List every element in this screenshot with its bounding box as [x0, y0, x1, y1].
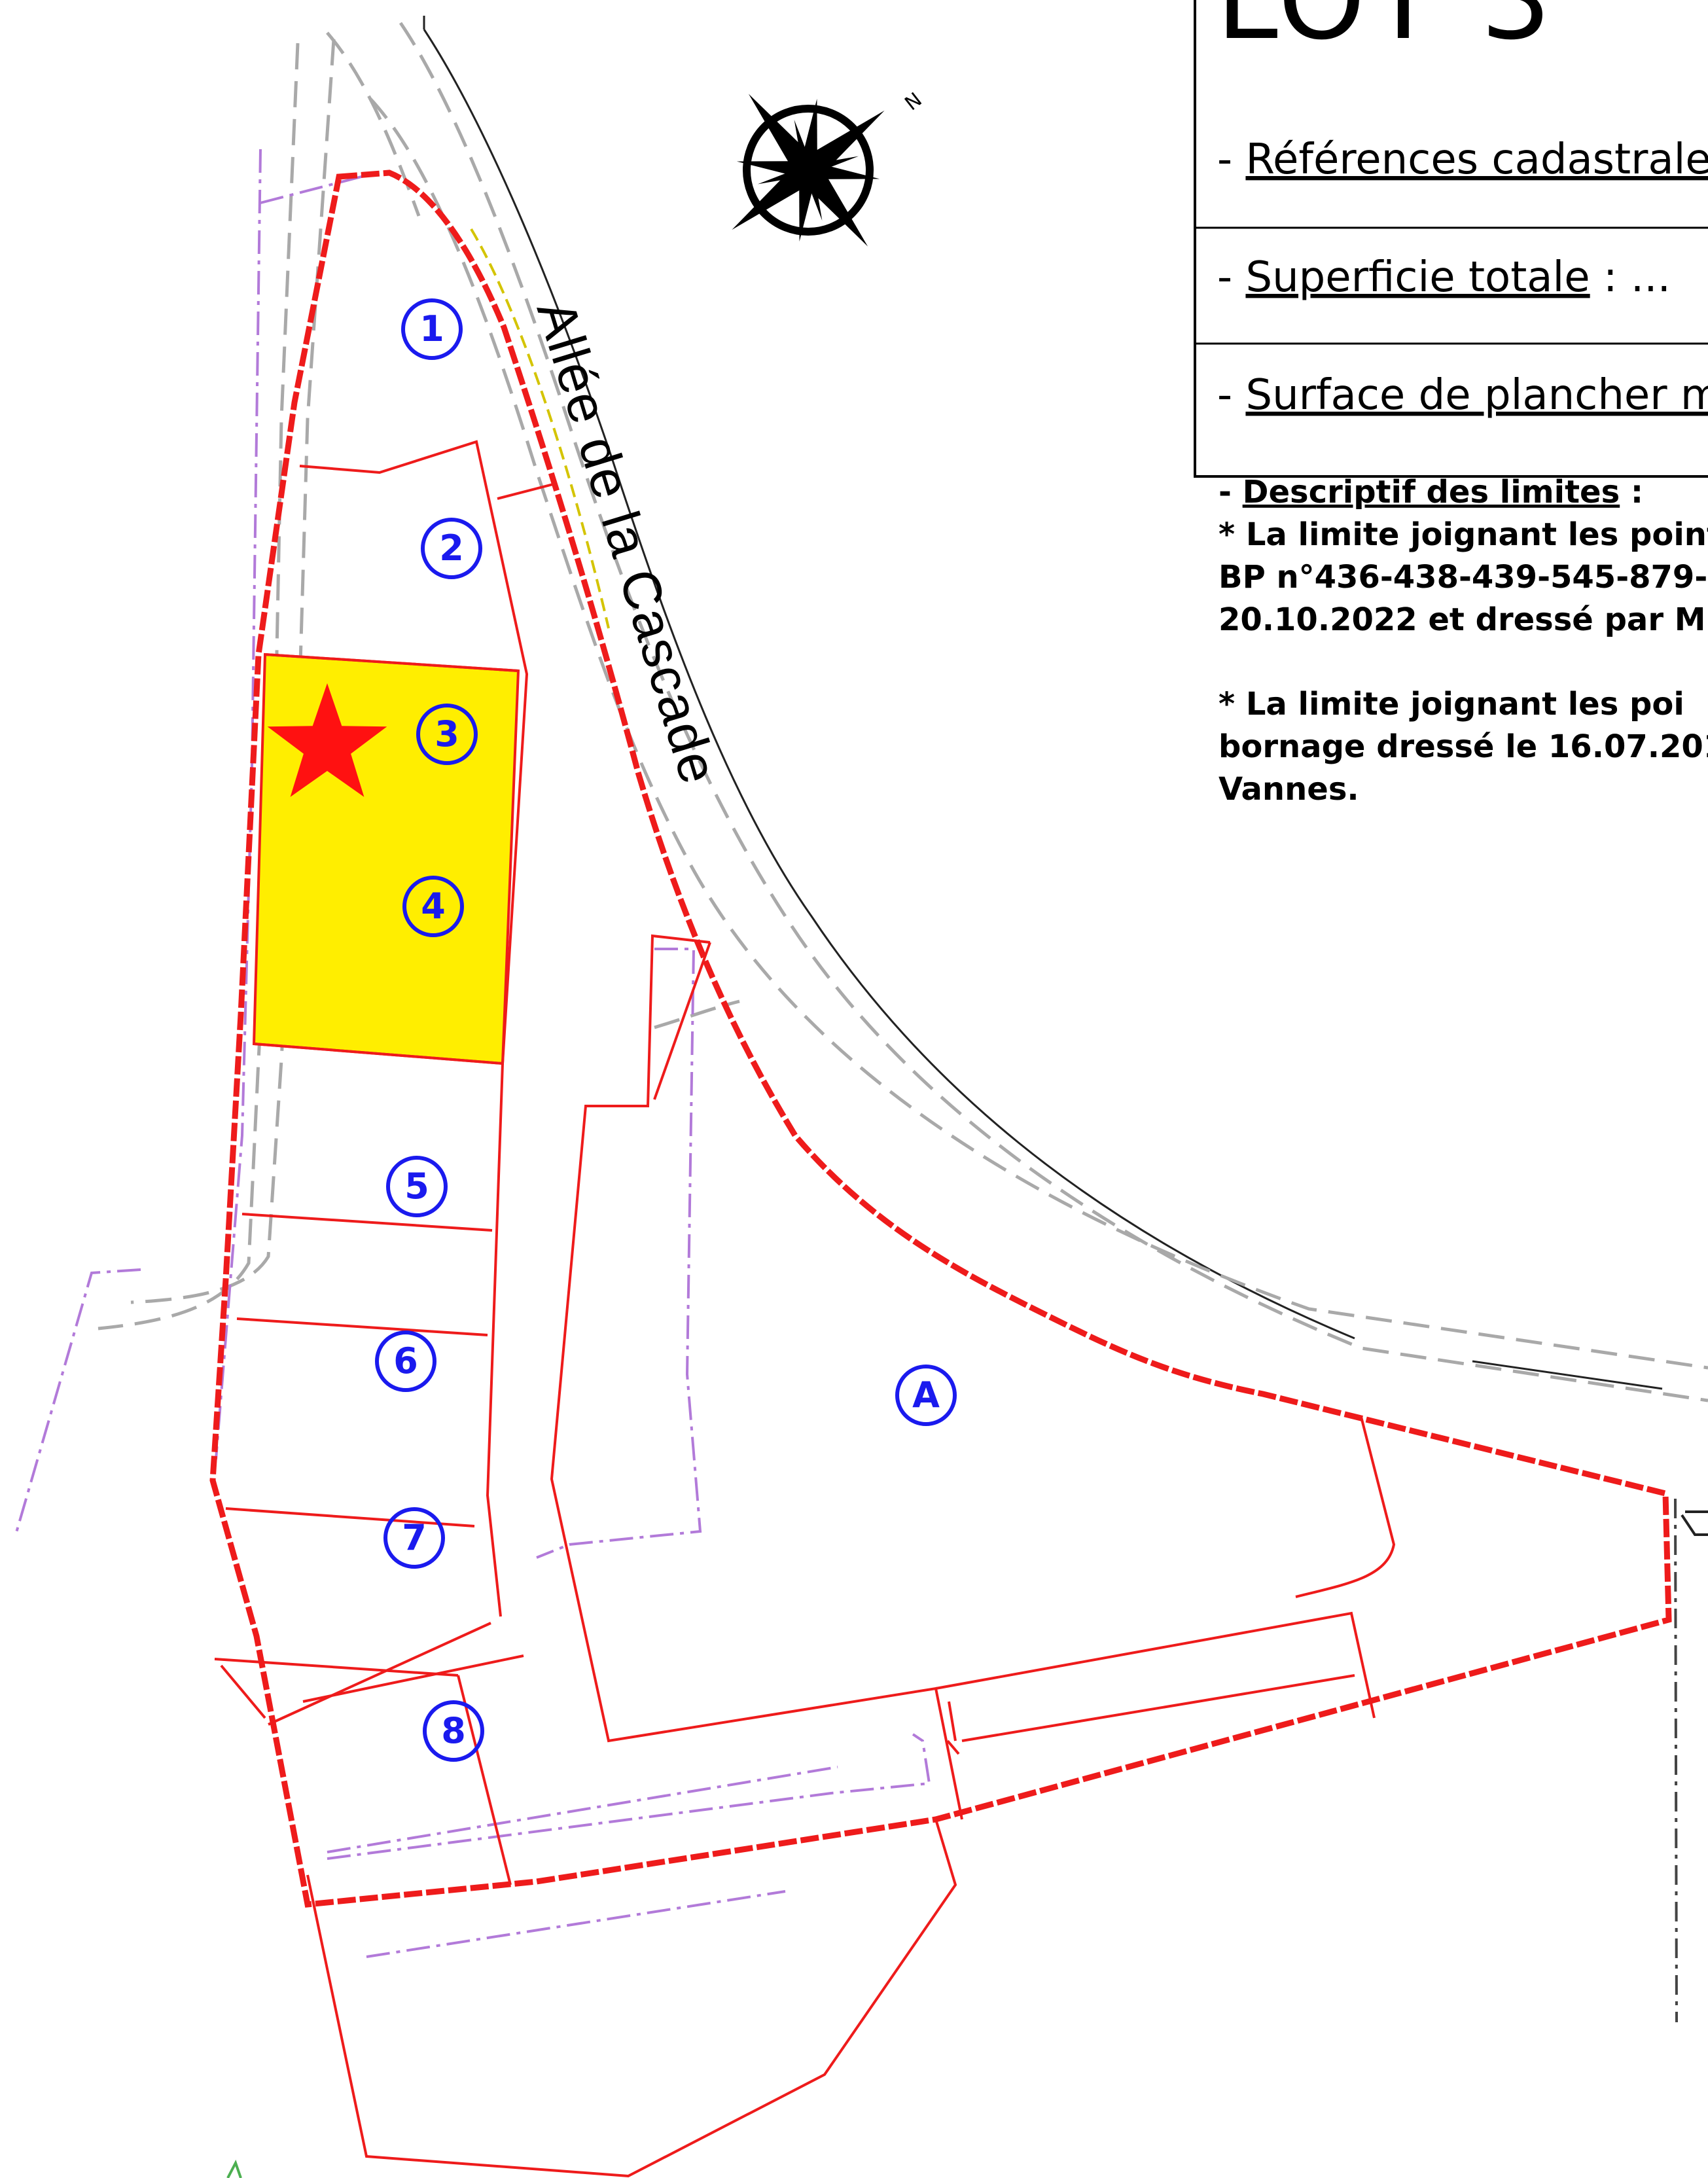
lot-label-4[interactable]: 4 — [402, 876, 464, 937]
lot-label-a[interactable]: A — [895, 1365, 957, 1426]
street-name: Allée de la Cascade — [525, 294, 729, 791]
lot-label-8[interactable]: 8 — [423, 1700, 484, 1762]
road-frontage-line — [470, 228, 610, 629]
north-label: N — [900, 88, 926, 115]
lot-labels: 1 2 3 4 5 6 7 8 — [375, 298, 957, 1762]
star-icon — [267, 683, 387, 797]
limits-line: bornage dressé le 16.07.201 — [1219, 728, 1708, 765]
green-mark — [226, 2159, 242, 2178]
limits-heading: - Descriptif des limites : — [1219, 474, 1643, 510]
limits-line: * La limite joignant les poi — [1219, 686, 1684, 723]
svg-text:7: 7 — [402, 1517, 427, 1558]
right-edge-symbol — [1681, 1510, 1708, 1536]
limits-description: - Descriptif des limites : * La limite j… — [1219, 474, 1708, 808]
limits-line: * La limite joignant les point — [1219, 516, 1708, 553]
road-edges — [423, 16, 1663, 1390]
info-box: LOT 3 - Références cadastrale - Superfic… — [1194, 0, 1708, 478]
lot-label-2[interactable]: 2 — [421, 518, 482, 579]
right-edge-line — [1674, 1498, 1678, 2023]
svg-text:4: 4 — [421, 885, 446, 927]
svg-text:3: 3 — [435, 713, 459, 755]
compass-rose-icon: N — [732, 88, 927, 247]
svg-text:5: 5 — [404, 1166, 429, 1207]
cadastral-lines — [14, 149, 931, 1958]
limits-line: 20.10.2022 et dressé par M. — [1219, 601, 1708, 638]
info-row-floor-area: - Surface de plancher m — [1217, 371, 1708, 420]
info-row-area: - Superficie totale : ... — [1217, 253, 1671, 302]
lot-3-highlight[interactable] — [252, 652, 520, 1065]
limits-line: BP n°436-438-439-545-879-8 — [1219, 559, 1708, 596]
lot-label-7[interactable]: 7 — [383, 1507, 445, 1569]
site-perimeter — [209, 170, 1672, 1908]
svg-text:6: 6 — [393, 1340, 418, 1382]
info-row-cadastral: - Références cadastrale — [1217, 135, 1708, 184]
lot-label-5[interactable]: 5 — [386, 1156, 448, 1217]
lot-label-3[interactable]: 3 — [416, 704, 478, 765]
internal-lot-boundaries — [214, 440, 1396, 2178]
svg-text:2: 2 — [439, 527, 464, 569]
svg-text:1: 1 — [419, 308, 444, 349]
svg-text:8: 8 — [441, 1710, 466, 1751]
lot-label-1[interactable]: 1 — [401, 298, 463, 360]
limits-line: Vannes. — [1219, 771, 1359, 808]
svg-text:A: A — [912, 1374, 940, 1416]
page-title: LOT 3 — [1216, 0, 1556, 65]
lot-label-6[interactable]: 6 — [375, 1330, 436, 1392]
road-dashed-lines — [98, 22, 1708, 1402]
